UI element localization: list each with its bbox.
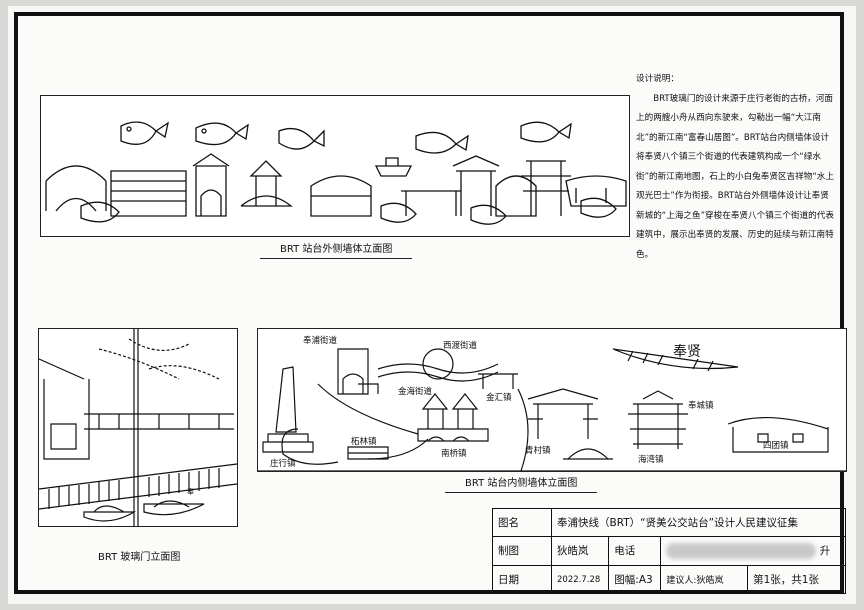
fish-icon [415, 131, 469, 154]
name-label: 图名 [492, 508, 552, 537]
connection-path [281, 383, 529, 471]
label-situan: 四团镇 [763, 441, 789, 451]
fish-icon [520, 121, 572, 143]
label-zhelin: 柘林镇 [351, 437, 377, 447]
gate-tower [192, 153, 230, 217]
sheet-size: 图幅:A3 [608, 565, 662, 594]
redacted-phone [666, 542, 817, 559]
glass-door-caption: BRT 玻璃门立面图 [98, 552, 181, 563]
tree-branches [98, 338, 220, 380]
label-nanqiao: 南桥镇 [441, 449, 467, 459]
description-body: BRT玻璃门的设计来源于庄行老街的古桥，河面上的两艘小舟从西向东驶来，勾勒出一幅… [636, 93, 834, 260]
boat [143, 500, 205, 516]
glass-door-sketch [39, 329, 237, 526]
phone-value: 升 [660, 535, 846, 567]
phone-suffix: 升 [819, 544, 831, 557]
brick-wall [347, 446, 389, 460]
fish-icon [278, 127, 325, 150]
door-divider [133, 329, 139, 526]
hall [727, 416, 829, 453]
old-house [39, 358, 90, 460]
label-qingcun: 青村镇 [525, 446, 551, 456]
river [377, 363, 499, 382]
label-fengpu: 奉浦街道 [303, 336, 338, 346]
drawer-value: 狄皓岚 [550, 535, 610, 567]
boat-sign: 奉 [187, 488, 194, 496]
bridge [401, 190, 461, 216]
glass-door-elevation: 奉 [38, 328, 238, 527]
ship [374, 157, 413, 177]
tower-pagoda [521, 160, 571, 216]
proposer: 建议人:狄皓岚 [660, 565, 749, 594]
inner-wall-elevation: 奉浦街道 西渡街道 金海街道 金汇镇 庄行镇 柘林镇 南桥镇 青村镇 海湾镇 奉… [257, 328, 847, 472]
description-title: 设计说明： [636, 74, 679, 84]
fish-icon [120, 121, 169, 145]
monument [262, 366, 314, 453]
pavilion [240, 160, 293, 207]
xian-emblem [422, 348, 454, 380]
bridge [478, 373, 518, 389]
label-jinhai: 金海街道 [398, 387, 433, 397]
railing [84, 413, 234, 430]
label-fengcheng: 奉城镇 [688, 401, 714, 411]
label-zhuanghang: 庄行镇 [270, 459, 296, 469]
label-haiwan: 海湾镇 [638, 455, 664, 465]
fish-icon [195, 122, 249, 146]
outer-wall-caption: BRT 站台外侧墙体立面图 [260, 240, 413, 259]
temple [495, 175, 537, 217]
label-fengxian-boat: 奉贤 [673, 344, 701, 360]
boat [83, 505, 137, 522]
phone-label: 电话 [608, 535, 662, 567]
name-value: 奉浦快线（BRT）“贤美公交站台”设计人民建议征集 [551, 508, 846, 537]
river-fence [39, 463, 237, 510]
drawer-label: 制图 [492, 535, 552, 567]
date-label: 日期 [492, 565, 552, 594]
label-xidu: 西渡街道 [443, 341, 478, 351]
archway [452, 155, 500, 216]
title-block: 图名 奉浦快线（BRT）“贤美公交站台”设计人民建议征集 制图 狄皓岚 电话 升… [492, 508, 846, 594]
hall [565, 175, 627, 207]
date-value: 2022.7.28 [550, 565, 610, 594]
boat [612, 348, 739, 372]
inner-wall-caption: BRT 站台内侧墙体立面图 [445, 474, 598, 493]
sheet-count: 第1张，共1张 [747, 565, 846, 594]
design-description: 设计说明： BRT玻璃门的设计来源于庄行老街的古桥，河面上的两艘小舟从西向东驶来… [636, 70, 836, 265]
label-jinhui: 金汇镇 [486, 393, 512, 403]
arch-bridge [45, 165, 107, 212]
bridge-small [563, 448, 613, 460]
tall-pavilion [628, 390, 688, 449]
modern-building [310, 175, 372, 217]
inner-wall-sketch [258, 348, 846, 471]
outer-wall-elevation [40, 95, 630, 237]
archway [527, 388, 599, 439]
outer-wall-sketch [45, 121, 627, 225]
gate-tower [337, 348, 379, 395]
city-wall [110, 170, 187, 217]
twin-pavilions [417, 393, 489, 442]
